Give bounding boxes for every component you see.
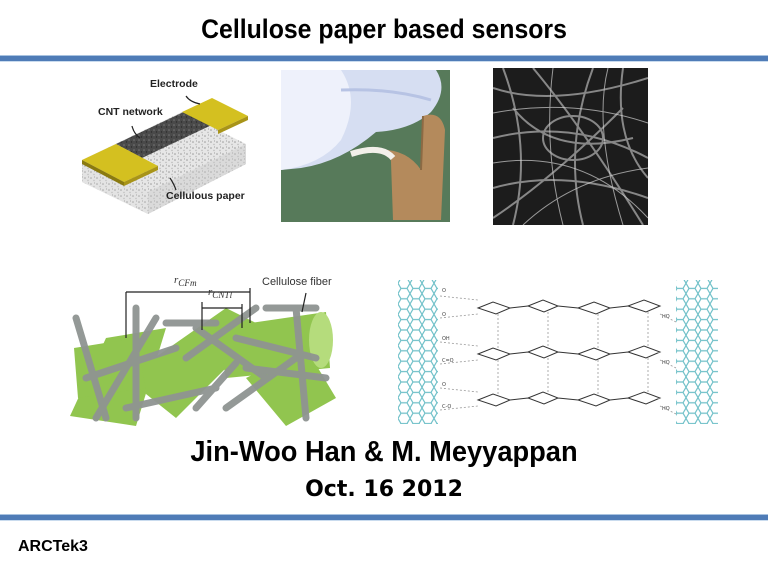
sem-micrograph — [493, 68, 648, 225]
svg-text:HO: HO — [662, 406, 670, 412]
r-cf-subscript: CFm — [178, 278, 197, 289]
r-cnt-label: rCNTl — [208, 286, 232, 300]
r-cf-symbol: r — [174, 274, 179, 286]
authors: Jin-Woo Han & M. Meyyappan — [190, 436, 578, 468]
svg-text:HO: HO — [662, 360, 670, 366]
presentation-date: Oct. 16 2012 — [305, 477, 463, 502]
r-cf-label: rCFm — [174, 274, 197, 288]
chemical-structure-illustration: O O OH C=O O C-O HO HO HO — [398, 280, 718, 424]
r-cnt-symbol: r — [208, 286, 213, 298]
cnt-network-label: CNT network — [98, 106, 163, 118]
svg-text:O: O — [442, 288, 446, 294]
r-cnt-subscript: CNTl — [212, 290, 233, 301]
cellulose-fiber-label: Cellulose fiber — [262, 276, 332, 288]
svg-text:OH: OH — [442, 336, 450, 342]
footer-label: ARCTek3 — [18, 538, 88, 555]
cellulose-cnt-chemistry-diagram: O O OH C=O O C-O HO HO HO — [398, 278, 718, 426]
svg-text:C-O: C-O — [442, 404, 451, 410]
device-schematic-illustration — [82, 95, 248, 214]
gloved-hand-photo-illustration — [281, 70, 450, 222]
slide-title: Cellulose paper based sensors — [201, 14, 567, 44]
svg-text:HO: HO — [662, 314, 670, 320]
bent-paper-photo — [281, 70, 450, 222]
bottom-divider — [0, 514, 768, 521]
top-divider — [0, 55, 768, 62]
cellulous-paper-label: Cellulous paper — [166, 190, 245, 202]
svg-text:C=O: C=O — [442, 358, 454, 364]
fiber-network-micrograph-illustration — [493, 68, 648, 225]
electrode-label: Electrode — [150, 78, 198, 90]
svg-text:O: O — [442, 312, 446, 318]
device-schematic-figure: Electrode CNT network Cellulous paper — [78, 74, 258, 216]
cnt-fiber-illustration — [70, 288, 336, 426]
svg-text:O: O — [442, 382, 446, 388]
cnt-fiber-diagram: rCFm rCNTl Cellulose fiber — [66, 268, 346, 426]
